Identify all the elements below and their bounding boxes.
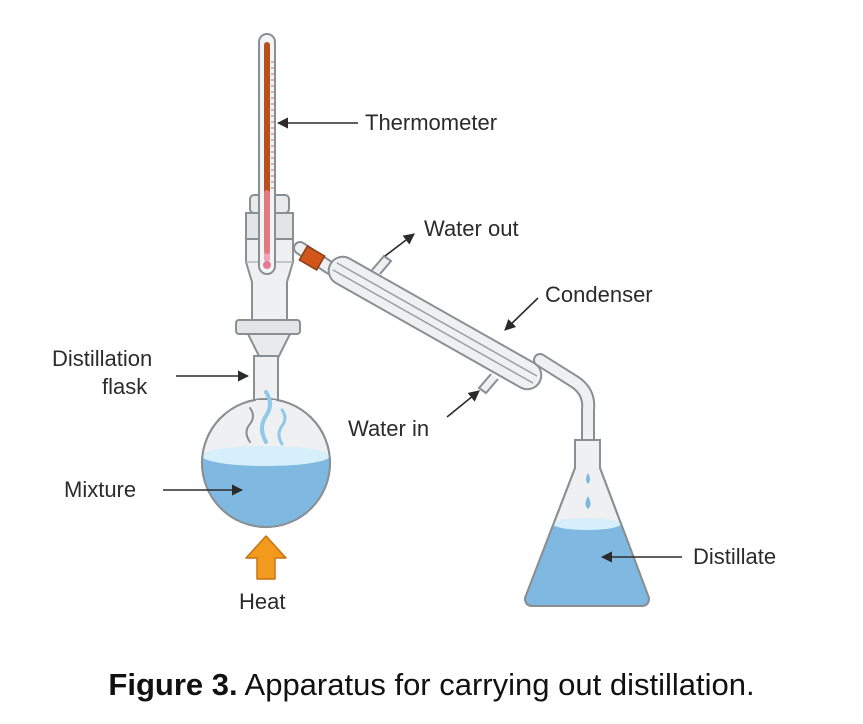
condenser-label: Condenser [545,282,653,307]
still-head [235,194,301,359]
distillate-surface [553,518,621,530]
heat-arrow [245,535,287,580]
water-in-pointer [446,390,480,418]
distillate-label: Distillate [693,544,776,569]
water-out-pointer [384,233,415,257]
figure-caption: Figure 3. Apparatus for carrying out dis… [0,667,863,703]
figure-number: Figure 3. [108,667,238,702]
distillation-flask-label-line2: flask [102,374,148,399]
water-in-nozzle [477,373,499,395]
mixture-label: Mixture [64,477,136,502]
water-out-label: Water out [424,216,519,241]
figure-caption-text: Apparatus for carrying out distillation. [237,667,755,702]
water-in-label: Water in [348,416,429,441]
condenser [293,241,596,477]
drop [586,473,590,484]
vapour-wisps [245,390,287,446]
mixture-liquid [202,454,330,527]
drop [585,496,591,509]
distillation-flask-label-line1: Distillation [52,346,152,371]
receiving-flask [523,439,651,607]
thermometer-scale [271,61,274,189]
heat-label: Heat [239,589,285,614]
mixture-surface [202,446,330,466]
side-arm-stopper [298,245,326,271]
thermometer [258,33,276,275]
thermometer-label: Thermometer [365,110,497,135]
distillation-flask [201,355,331,528]
water-out-nozzle [371,254,393,275]
condenser-pointer [504,297,539,331]
